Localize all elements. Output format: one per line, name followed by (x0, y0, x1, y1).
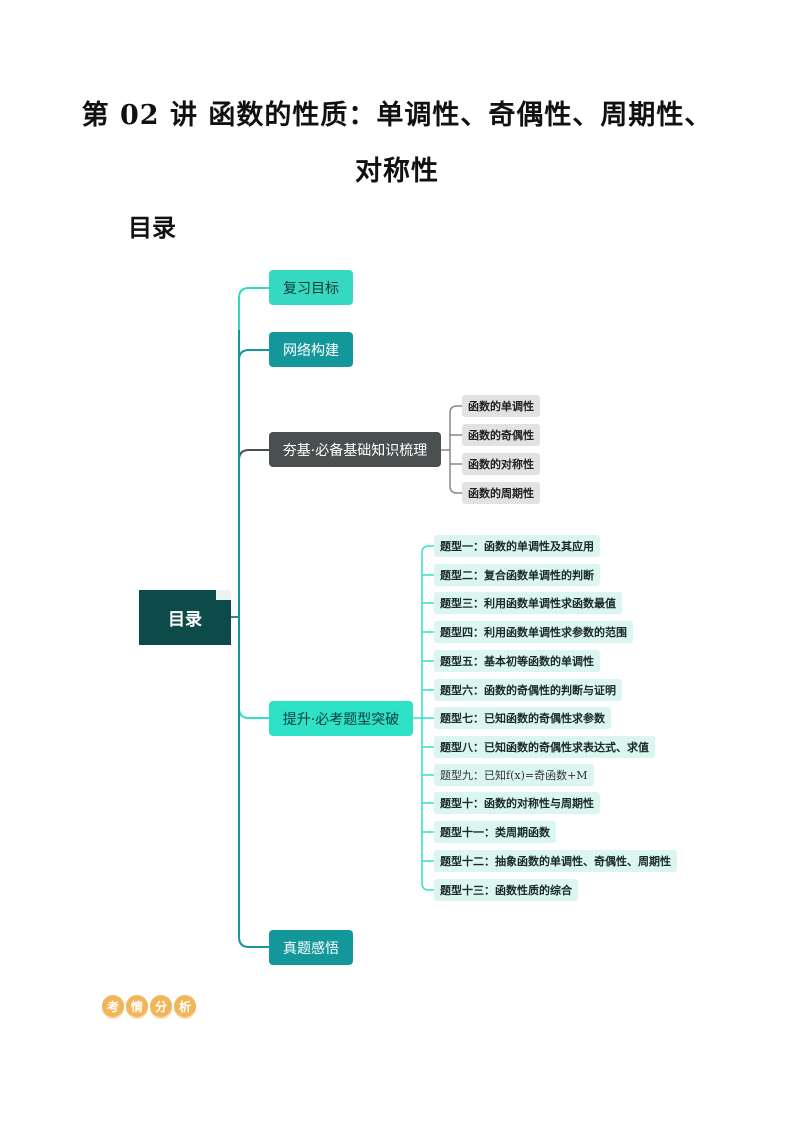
leaf-type-9: 题型九：已知f(x)=奇函数+M (434, 764, 594, 786)
leaf-type-8: 题型八：已知函数的奇偶性求表达式、求值 (434, 736, 655, 758)
leaf-type-6: 题型六：函数的奇偶性的判断与证明 (434, 679, 622, 701)
toc-heading: 目录 (128, 213, 176, 242)
badge-char-2: 情 (126, 995, 148, 1017)
branch-foundations: 夯基·必备基础知识梳理 (269, 432, 441, 467)
badge-char-3: 分 (150, 995, 172, 1017)
title-line-1: 第 02 讲 函数的性质：单调性、奇偶性、周期性、 (81, 100, 713, 131)
branch-network: 网络构建 (269, 332, 353, 367)
branch-question-types: 提升·必考题型突破 (269, 701, 413, 736)
leaf-type-11: 题型十一：类周期函数 (434, 821, 556, 843)
branch-review-goals: 复习目标 (269, 270, 353, 305)
leaf-type-10: 题型十：函数的对称性与周期性 (434, 792, 600, 814)
badge-char-1: 考 (102, 995, 124, 1017)
branch-real-exams: 真题感悟 (269, 930, 353, 965)
leaf-type-12: 题型十二：抽象函数的单调性、奇偶性、周期性 (434, 850, 677, 872)
leaf-type-1: 题型一：函数的单调性及其应用 (434, 535, 600, 557)
exam-analysis-badge: 考 情 分 析 (102, 995, 196, 1021)
leaf-type-5: 题型五：基本初等函数的单调性 (434, 650, 600, 672)
leaf-monotonicity: 函数的单调性 (462, 395, 540, 417)
leaf-periodicity: 函数的周期性 (462, 482, 540, 504)
badge-char-4: 析 (174, 995, 196, 1017)
leaf-type-2: 题型二：复合函数单调性的判断 (434, 564, 600, 586)
leaf-symmetry: 函数的对称性 (462, 453, 540, 475)
leaf-type-13: 题型十三：函数性质的综合 (434, 879, 578, 901)
root-corner-fold (216, 590, 231, 600)
document-title: 第 02 讲 函数的性质：单调性、奇偶性、周期性、 对称性 (40, 88, 754, 200)
mindmap-root: 目录 (139, 590, 231, 645)
leaf-type-4: 题型四：利用函数单调性求参数的范围 (434, 621, 633, 643)
leaf-type-7: 题型七：已知函数的奇偶性求参数 (434, 707, 611, 729)
leaf-type-3: 题型三：利用函数单调性求函数最值 (434, 592, 622, 614)
leaf-parity: 函数的奇偶性 (462, 424, 540, 446)
title-line-2: 对称性 (355, 156, 439, 187)
